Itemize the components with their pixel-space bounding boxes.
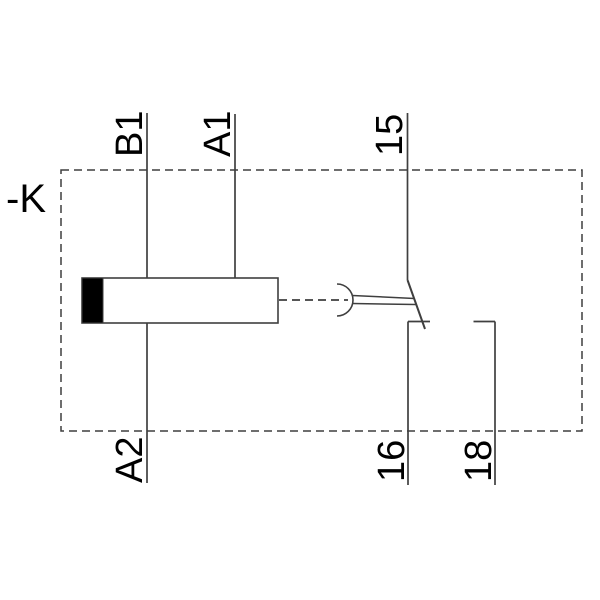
actuator-rod-upper — [352, 294, 415, 300]
terminal-label-a2: A2 — [109, 437, 151, 483]
device-boundary-box — [60, 169, 583, 432]
coil-body — [81, 277, 279, 324]
terminal-label-b1: B1 — [109, 111, 151, 157]
relay-coil-symbol — [81, 277, 279, 324]
coil-end-mark — [81, 277, 104, 324]
contact-symbol — [406, 279, 495, 330]
terminal-label-18: 18 — [458, 440, 500, 482]
linework — [60, 113, 583, 485]
terminal-label-16: 16 — [371, 440, 413, 482]
device-designation-label: -K — [6, 177, 46, 221]
terminal-label-a1: A1 — [197, 111, 239, 157]
terminal-label-15: 15 — [369, 114, 411, 156]
fork-arc — [336, 283, 354, 317]
actuator-rod-lower — [352, 302, 416, 306]
labels: -K B1 A1 15 A2 16 18 — [6, 111, 500, 483]
fork-actuator-symbol — [336, 283, 416, 317]
